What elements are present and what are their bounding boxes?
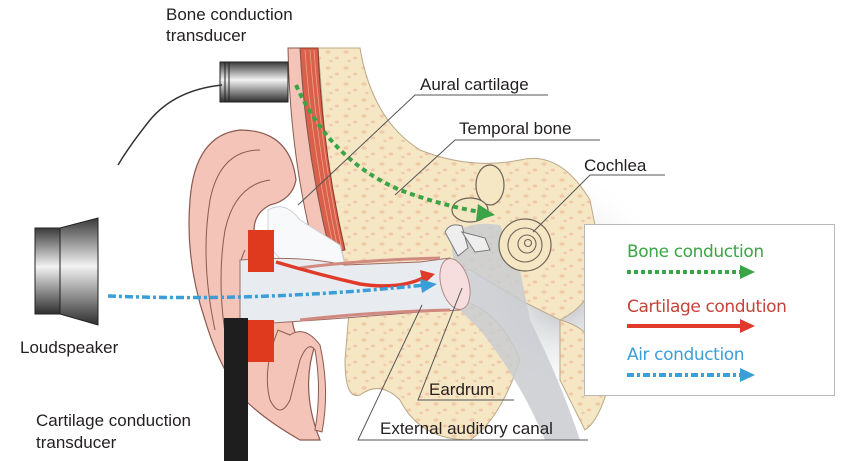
ossicles bbox=[444, 224, 491, 257]
cochlea-spiral bbox=[507, 227, 543, 263]
bone-conduction-path bbox=[294, 84, 481, 214]
label-aural-cartilage: Aural cartilage bbox=[420, 75, 529, 94]
cartilage-conduction-transducer bbox=[224, 230, 274, 461]
eardrum bbox=[439, 258, 471, 310]
label-external-auditory-canal: External auditory canal bbox=[380, 419, 553, 438]
middle-ear-cavity bbox=[450, 223, 580, 440]
bone-conduction-arrowhead bbox=[476, 204, 495, 221]
legend-air-conduction-label: Air conduction bbox=[627, 345, 745, 365]
legend-cartilage-conduction-arrow bbox=[627, 319, 755, 333]
label-cartilage-transducer-line1: Cartilage conduction bbox=[36, 411, 191, 430]
transducer-cable bbox=[117, 84, 223, 166]
air-conduction-arrowhead bbox=[420, 279, 437, 293]
canal-wall-bottom bbox=[299, 308, 451, 322]
label-eardrum: Eardrum bbox=[429, 380, 495, 399]
leader-lines bbox=[297, 94, 665, 441]
legend-bone-conduction-arrow bbox=[627, 265, 755, 279]
label-loudspeaker: Loudspeaker bbox=[20, 338, 119, 357]
label-bone-transducer-line1: Bone conduction bbox=[166, 5, 293, 24]
bone-conduction-transducer bbox=[219, 61, 289, 103]
legend-cartilage-conduction-label: Cartilage condution bbox=[627, 297, 787, 317]
muscle-fibers bbox=[304, 49, 343, 251]
label-temporal-bone: Temporal bone bbox=[459, 119, 572, 138]
loudspeaker bbox=[34, 217, 99, 326]
legend-air-conduction-arrow bbox=[627, 368, 755, 382]
lobe-fold bbox=[266, 329, 327, 433]
legend: Bone conduction Cartilage condution Air … bbox=[584, 224, 835, 396]
label-bone-transducer-line2: transducer bbox=[166, 26, 247, 45]
label-cartilage-transducer-line2: transducer bbox=[36, 433, 117, 452]
air-conduction-path bbox=[107, 283, 426, 300]
canal-wall-top bbox=[299, 256, 441, 270]
label-cochlea: Cochlea bbox=[584, 156, 647, 175]
cartilage-conduction-path bbox=[275, 260, 426, 288]
legend-bone-conduction-label: Bone conduction bbox=[627, 242, 764, 262]
